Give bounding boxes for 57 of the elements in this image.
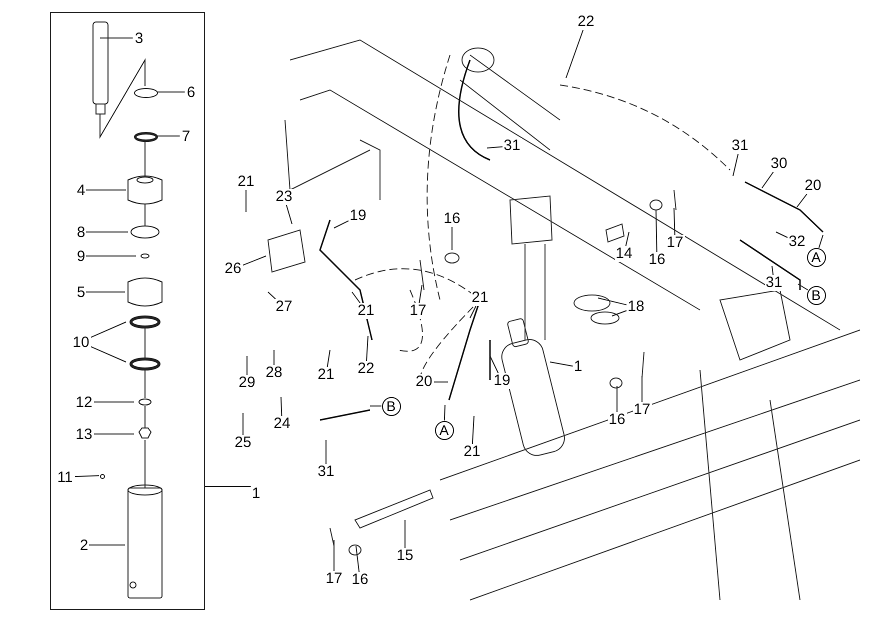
leader-line xyxy=(550,362,574,367)
leader-line xyxy=(326,350,330,368)
leader-line xyxy=(356,546,360,572)
callout-number: 21 xyxy=(470,290,490,306)
leader-line xyxy=(418,284,422,304)
leader-line xyxy=(656,210,658,252)
leader-line xyxy=(776,232,788,238)
leader-line xyxy=(352,292,361,304)
leader-line xyxy=(598,298,627,306)
leader-line xyxy=(242,256,266,266)
leader-line xyxy=(246,356,248,376)
callout-number: 17 xyxy=(408,303,428,319)
seal-ring-drawing xyxy=(134,132,158,142)
leader-line xyxy=(732,154,739,176)
leader-line xyxy=(486,146,503,148)
leader-line xyxy=(772,266,774,276)
leader-line xyxy=(566,30,584,78)
exploded-view-frame xyxy=(50,12,205,610)
leader-line xyxy=(470,306,476,318)
reference-letter-circle: A xyxy=(434,420,454,440)
callout-number: 22 xyxy=(576,14,596,30)
leader-line xyxy=(242,412,244,436)
leader-line xyxy=(612,310,627,316)
leader-line xyxy=(268,292,276,300)
leader-line xyxy=(798,284,808,290)
leader-line xyxy=(625,232,630,246)
leader-line xyxy=(73,475,100,478)
leader-line xyxy=(472,416,474,444)
leader-line xyxy=(674,208,676,236)
leader-line xyxy=(366,336,368,362)
callout-number: 19 xyxy=(492,373,512,389)
callout-number: 30 xyxy=(770,156,788,172)
callout-number: 20 xyxy=(804,178,822,194)
leader-line xyxy=(280,396,282,416)
leader-line xyxy=(444,404,446,421)
leader-line xyxy=(89,322,126,338)
callout-number: 14 xyxy=(614,246,634,262)
callout-number: 23 xyxy=(274,189,294,205)
leader-line xyxy=(616,386,618,412)
leader-line xyxy=(818,234,824,248)
leader-line xyxy=(286,204,292,224)
callout-number: 21 xyxy=(356,303,376,319)
seal-ring-drawing xyxy=(134,88,158,98)
ball-drawing xyxy=(100,474,105,479)
leader-line xyxy=(204,486,252,487)
leader-line xyxy=(404,520,406,548)
reference-letter-circle: B xyxy=(382,396,400,416)
reference-letter-circle: B xyxy=(806,286,826,304)
leader-line xyxy=(334,220,349,228)
leader-line xyxy=(88,544,126,546)
leader-line xyxy=(796,194,808,208)
callout-number: 31 xyxy=(764,275,784,291)
leader-line xyxy=(490,356,499,374)
reference-letter-circle: A xyxy=(806,248,826,266)
leader-line xyxy=(89,346,126,362)
callout-number: 31 xyxy=(730,138,750,154)
leader-line xyxy=(762,172,774,188)
